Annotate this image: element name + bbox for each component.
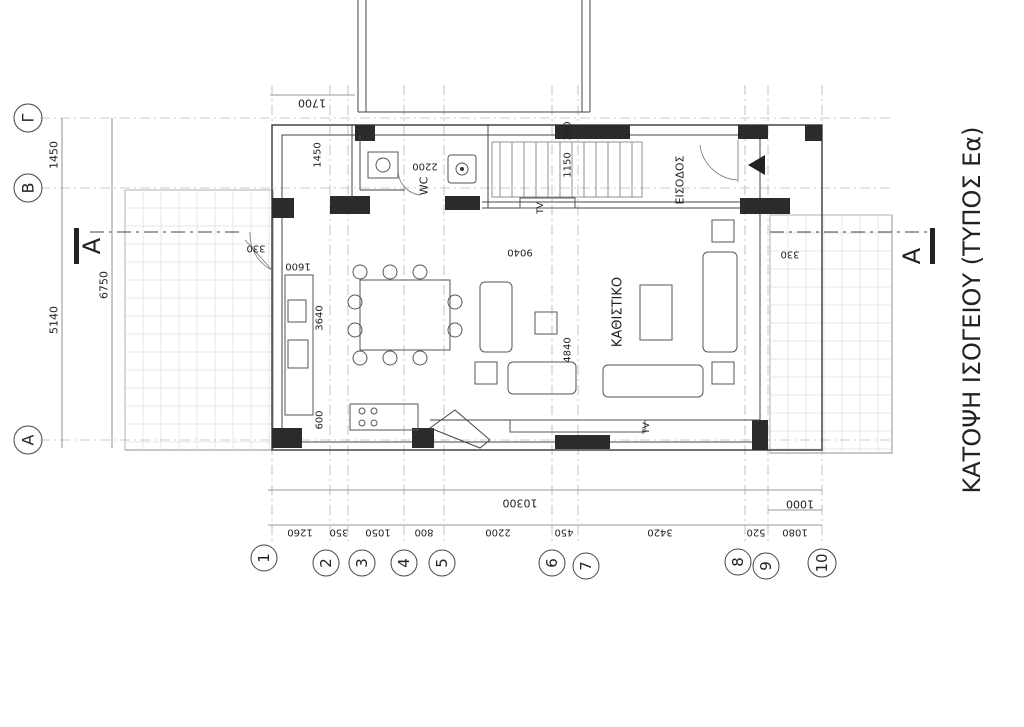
dim-column: 800 <box>414 527 433 538</box>
dim-left-5140: 5140 <box>48 306 61 334</box>
dimension-lines <box>61 94 822 526</box>
dining-table <box>347 264 463 366</box>
row-axis-bubble-b: Β <box>13 173 43 203</box>
column-axis-label: 4 <box>395 558 413 568</box>
column-axis-bubble-4: 4 <box>390 549 418 577</box>
dim-column: 1080 <box>782 527 807 538</box>
column-axis-label: 9 <box>757 561 775 571</box>
room-label-tv-bottom: TV <box>642 421 652 434</box>
room-label-entrance: ΕΙΣΟΔΟΣ <box>674 155 687 204</box>
column-axis-label: 6 <box>543 558 561 568</box>
dim-interior-330-top: 330 <box>563 121 574 140</box>
column-axis-bubble-9: 9 <box>752 552 780 580</box>
row-axis-label: Α <box>19 434 38 445</box>
column-dimensions: 1260 350 1050 800 2200 450 3420 520 1080 <box>287 527 807 538</box>
interior-dimensions: 330 330 9040 4840 3640 1600 600 2200 115… <box>246 121 799 429</box>
dim-column: 1050 <box>365 527 390 538</box>
dim-interior-1150: 1150 <box>563 152 574 177</box>
column-axis-label: 10 <box>813 553 831 572</box>
terrace-tiling-left <box>124 189 274 451</box>
dim-interior-1450: 1450 <box>313 142 324 167</box>
room-label-living: ΚΑΘΙΣΤΙΚΟ <box>611 277 626 347</box>
section-mark-right: A <box>898 247 926 264</box>
axis-grid-lines <box>40 85 890 545</box>
column-axis-label: 3 <box>353 558 371 568</box>
section-mark-left: A <box>78 237 106 254</box>
dim-interior-330-left: 330 <box>246 243 265 254</box>
wc-fixtures <box>367 151 477 184</box>
dim-left-1450: 1450 <box>48 141 61 169</box>
column-axis-label: 2 <box>317 558 335 568</box>
dim-bottom-1000: 1000 <box>786 498 814 511</box>
dim-interior-4840: 4840 <box>563 337 574 362</box>
doors <box>244 140 765 449</box>
dim-interior-9040: 9040 <box>507 247 532 258</box>
drawing-title: ΚΑΤΟΨΗ ΙΣΟΓΕΙΟΥ (ΤΥΠΟΣ Εα) <box>958 127 986 494</box>
row-axis-label: Β <box>19 183 38 194</box>
dim-bottom-10300: 10300 <box>503 497 538 510</box>
column-axis-bubble-2: 2 <box>312 549 340 577</box>
row-axis-bubble-c: Γ <box>13 103 43 133</box>
column-axis-label: 5 <box>433 558 451 568</box>
column-axis-label: 1 <box>255 553 273 563</box>
room-label-wc: WC <box>418 176 431 195</box>
column-axis-label: 7 <box>577 561 595 571</box>
staircase <box>491 141 643 198</box>
dim-interior-3640: 3640 <box>315 305 326 330</box>
dim-column: 1260 <box>287 527 312 538</box>
upper-yard-outline <box>357 0 591 113</box>
dim-column: 520 <box>746 527 765 538</box>
living-room-furniture <box>474 197 738 433</box>
section-cut-lines <box>74 228 935 264</box>
dim-interior-330-right: 330 <box>780 249 799 260</box>
column-axis-bubble-7: 7 <box>572 552 600 580</box>
dim-column: 350 <box>329 527 348 538</box>
column-axis-bubble-1: 1 <box>250 544 278 572</box>
dim-top-1700: 1700 <box>298 97 326 110</box>
column-axis-bubbles: 1 2 3 4 5 6 7 8 9 10 <box>250 544 837 580</box>
row-axis-bubble-a: Α <box>13 425 43 455</box>
dim-column: 450 <box>554 527 573 538</box>
dim-column: 3420 <box>647 527 672 538</box>
row-axis-label: Γ <box>19 113 38 122</box>
column-axis-bubble-6: 6 <box>538 549 566 577</box>
dim-interior-600: 600 <box>315 410 326 429</box>
kitchen-counter <box>284 274 419 431</box>
column-axis-bubble-8: 8 <box>724 548 752 576</box>
room-label-tv-top: TV <box>536 201 546 214</box>
column-axis-bubble-10: 10 <box>807 548 837 578</box>
column-axis-bubble-3: 3 <box>348 549 376 577</box>
column-axis-bubble-5: 5 <box>428 549 456 577</box>
terrace-tiling-right <box>769 214 893 454</box>
dim-column: 2200 <box>485 527 510 538</box>
dim-interior-1600: 1600 <box>285 261 310 272</box>
column-axis-label: 8 <box>729 557 747 567</box>
exterior-walls <box>271 124 823 451</box>
dim-left-6750: 6750 <box>98 271 111 299</box>
dim-interior-2200: 2200 <box>412 161 437 172</box>
